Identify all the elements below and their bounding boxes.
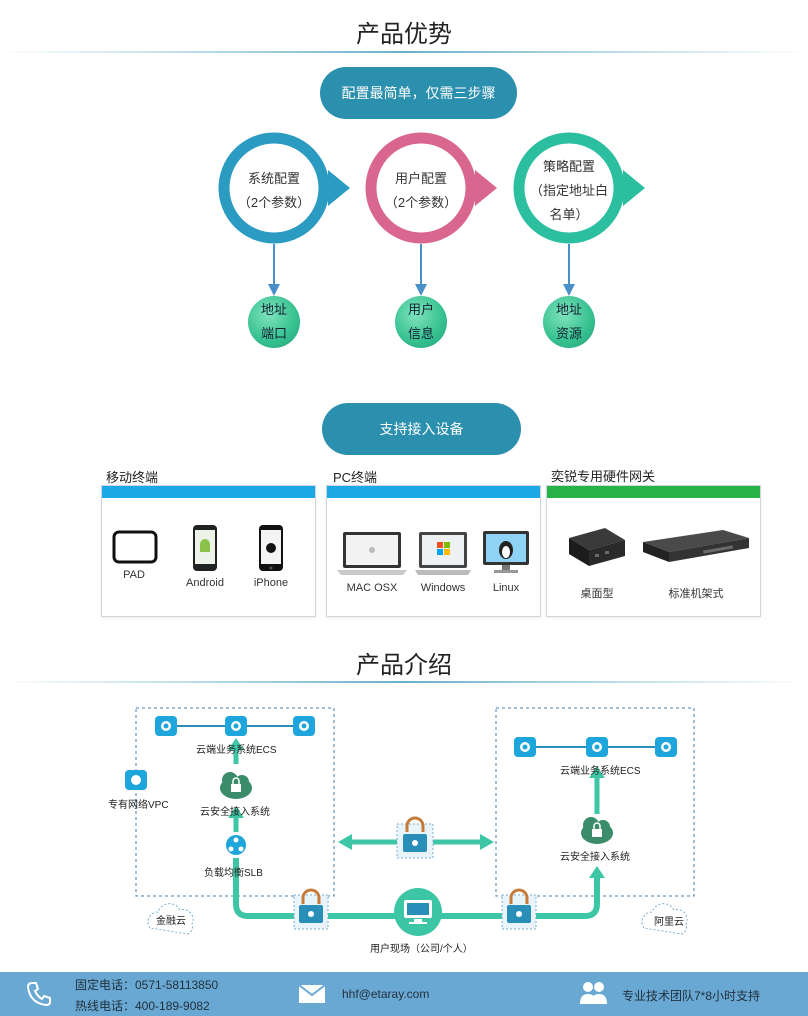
right-security-label: 云安全接入系统 [560, 852, 630, 863]
network-architecture-diagram [125, 707, 695, 936]
hotline-text: 热线电话：400-189-9082 [75, 999, 210, 1013]
linux-label: Linux [492, 582, 520, 594]
iphone-label: iPhone [253, 577, 289, 589]
aliyun-cloud-icon [641, 903, 688, 935]
contact-footer: 固定电话：0571-58113850 热线电话：400-189-9082 hhf… [0, 972, 808, 1016]
macbook-icon [337, 532, 407, 575]
team-icon [580, 982, 607, 1004]
step-policy-ring [513, 132, 645, 296]
linux-monitor-icon [483, 531, 529, 573]
mobile-group-bar [102, 486, 315, 498]
iphone-icon [259, 525, 283, 571]
bubble-address-port: 地址端口 [248, 296, 300, 348]
left-ecs-label: 云端业务系统ECS [196, 745, 277, 756]
bubble-address-port-line2: 端口 [260, 326, 287, 341]
bubble-user-info-line2: 信息 [407, 326, 434, 341]
right-lock-icon [501, 888, 537, 930]
aliyun-zone [495, 707, 695, 897]
mobile-group-card: PAD Android iPhone [101, 485, 316, 617]
step-system-text: 系统配置 （2个参数） [229, 167, 319, 215]
finance-cloud-label: 金融云 [156, 916, 186, 927]
step-user-params: （2个参数） [384, 195, 458, 210]
right-ecs-node-1 [514, 737, 536, 757]
step-user-ring [365, 132, 497, 296]
tablet-label: PAD [123, 569, 145, 581]
gateway-group-card: 桌面型 标准机架式 [546, 485, 761, 617]
bubble-address-resource-line1: 地址 [555, 302, 582, 317]
pc-group-card: MAC OSX Windows Linux [326, 485, 541, 617]
middle-lock-icon [396, 816, 434, 859]
left-lock-icon [293, 888, 329, 930]
slb-label: 负载均衡SLB [204, 868, 263, 879]
right-ecs-label: 云端业务系统ECS [560, 766, 641, 777]
step-policy-params-cont: 名单） [549, 207, 589, 222]
gateway-group-bar [547, 486, 760, 498]
vpc-icon [125, 770, 147, 790]
bubble-address-port-line1: 地址 [260, 302, 287, 317]
email-icon [298, 984, 326, 1003]
bubble-address-resource: 地址资源 [543, 296, 595, 348]
bubble-user-info: 用户信息 [395, 296, 447, 348]
step-system-title: 系统配置 [247, 171, 300, 186]
left-security-cloud-icon [220, 772, 252, 799]
android-label: Android [186, 577, 224, 589]
desktop-gateway-label: 桌面型 [580, 588, 614, 600]
step-user-title: 用户配置 [394, 171, 447, 186]
supported-devices-pill: 支持接入设备 [322, 403, 521, 455]
step-system-params: （2个参数） [237, 195, 311, 210]
bubble-address-resource-line2: 资源 [555, 326, 582, 341]
advantages-title: 产品优势 [356, 21, 452, 48]
step-user-text: 用户配置 （2个参数） [376, 167, 466, 215]
support-text: 专业技术团队7*8小时支持 [622, 989, 761, 1003]
left-security-label: 云安全接入系统 [200, 807, 270, 818]
finance-cloud-zone [135, 707, 335, 897]
rack-gateway-label: 标准机架式 [668, 588, 724, 600]
aliyun-cloud-label: 阿里云 [654, 917, 684, 928]
windows-laptop-icon [415, 532, 471, 575]
slb-icon [226, 835, 246, 855]
step-policy-text: 策略配置 （指定地址白 名单） [524, 155, 614, 227]
left-ecs-node-3 [293, 716, 315, 736]
finance-cloud-icon [147, 903, 194, 935]
desktop-gateway-icon [569, 528, 625, 566]
user-site-icon [394, 888, 442, 936]
pc-group-bar [327, 486, 540, 498]
windows-label: Windows [420, 582, 466, 594]
rack-gateway-icon [643, 530, 749, 562]
right-ecs-node-3 [655, 737, 677, 757]
bubble-user-info-line1: 用户 [407, 302, 434, 317]
android-phone-icon [193, 525, 217, 571]
left-ecs-node-2 [225, 716, 247, 736]
vpc-label: 专有网络VPC [108, 800, 169, 811]
tablet-icon [112, 530, 158, 564]
mobile-group-title: 移动终端 [106, 470, 159, 485]
pc-group-title: PC终端 [333, 470, 378, 485]
intro-title-divider [0, 681, 808, 683]
config-steps-pill: 配置最简单，仅需三步骤 [320, 67, 517, 119]
user-site-label: 用户现场（公司/个人） [370, 944, 473, 955]
email-text[interactable]: hhf@etaray.com [342, 987, 430, 1001]
phone-icon [26, 982, 51, 1007]
left-ecs-node-1 [155, 716, 177, 736]
step-policy-title: 策略配置 [542, 159, 595, 174]
right-security-cloud-icon [581, 817, 613, 844]
intro-title: 产品介绍 [356, 652, 452, 679]
gateway-group-title: 奕锐专用硬件网关 [551, 469, 656, 484]
right-ecs-node-2 [586, 737, 608, 757]
fixed-phone-text: 固定电话：0571-58113850 [75, 978, 219, 992]
mac-label: MAC OSX [346, 582, 398, 594]
config-steps-diagram [218, 132, 645, 296]
step-policy-params: （指定地址白 [529, 183, 608, 198]
step-system-ring [218, 132, 350, 296]
advantages-title-divider [0, 51, 808, 53]
